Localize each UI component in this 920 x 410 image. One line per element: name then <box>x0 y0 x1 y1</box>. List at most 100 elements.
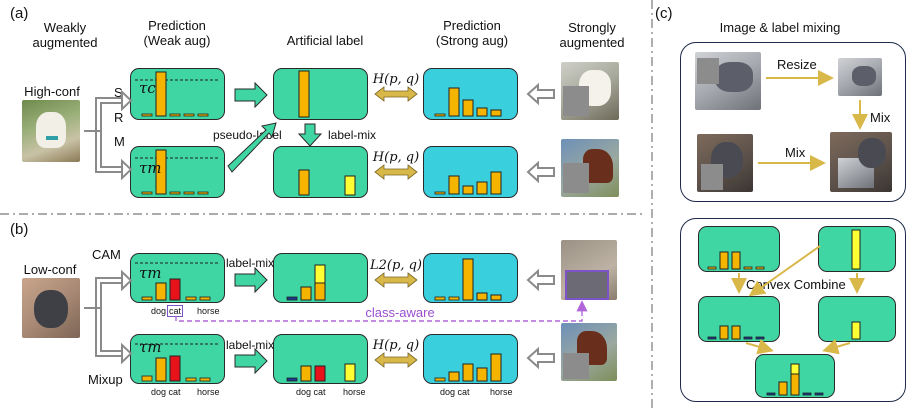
label-mix-text-a: label-mix <box>328 128 377 142</box>
convex-arrow-diagonal <box>748 245 821 297</box>
horse-label-b3: horse <box>343 387 366 397</box>
srm-arrowhead-bottom <box>121 158 133 181</box>
panel-c-label: (c) <box>655 5 673 22</box>
cat-resized-photo <box>838 58 882 96</box>
class-aware-arrow <box>175 300 588 322</box>
cam-mixed-photo <box>561 240 617 300</box>
convex-bars-top-right <box>851 229 860 269</box>
label-mix-box-b2 <box>273 334 368 384</box>
dog-cat-label-b4: dog cat <box>440 387 470 397</box>
mix-text-horizontal: Mix <box>785 145 806 160</box>
mixup-pred-box: τm <box>130 334 225 384</box>
cat-label-b1: cat <box>167 305 184 317</box>
pred-weak-box-1: τc <box>130 68 225 120</box>
high-conf-label: High-conf <box>24 84 80 99</box>
label-mix-down-arrow <box>297 123 323 147</box>
cat-target-photo <box>697 134 753 192</box>
pred-weak-bars-2 <box>134 149 220 194</box>
convex-arrow-to-bottom-right <box>822 338 851 355</box>
convex-bars-mid-right <box>851 321 860 339</box>
label-mix-box-b1 <box>273 253 368 303</box>
green-arrow-b1 <box>234 266 268 294</box>
strong-aug-horse-photo <box>561 139 619 197</box>
artificial-label-box-1 <box>273 68 368 120</box>
green-arrow-b2 <box>234 347 268 375</box>
pred-weak-box-2: τm <box>130 146 225 198</box>
srm-branch-arrows <box>84 97 122 173</box>
label-mix-text-b2: label-mix <box>226 338 275 352</box>
srm-m: M <box>114 134 125 149</box>
srm-s: S <box>114 85 123 100</box>
convex-box-top-right <box>818 226 896 272</box>
mixup-pred-bars <box>134 343 220 381</box>
pred-strong-box-2 <box>423 146 518 198</box>
horse-label-b2: horse <box>197 387 220 397</box>
artificial-bars-1 <box>298 70 309 117</box>
hollow-arrow-a1 <box>526 82 555 106</box>
convex-bars-mid-left <box>707 325 764 339</box>
label-mix-text-b1: label-mix <box>226 256 275 270</box>
hollow-arrow-b2 <box>526 346 555 370</box>
double-arrow-a2 <box>374 164 418 180</box>
strong-aug-header: Strongly augmented <box>559 20 625 50</box>
artificial-label-header: Artificial label <box>286 33 364 48</box>
convex-box-bottom <box>755 354 835 398</box>
dog-label-b1: dog <box>151 306 167 316</box>
cam-arrowhead <box>121 269 133 292</box>
low-conf-label: Low-conf <box>23 262 77 277</box>
convex-box-top-left <box>698 226 780 272</box>
convex-box-mid-left <box>698 296 780 342</box>
pred-weak-header: Prediction (Weak aug) <box>143 18 211 48</box>
label-mix-bars-b2 <box>286 363 355 381</box>
green-arrow-a1 <box>234 81 268 109</box>
convex-box-mid-right <box>818 296 896 342</box>
label-mix-panel <box>680 218 906 402</box>
pred-strong-bars-1 <box>434 87 501 116</box>
loss-h-a1: H(p, q) <box>372 72 420 87</box>
mixup-horse-photo <box>561 323 617 381</box>
pseudo-label-arrow <box>227 122 277 173</box>
double-arrow-a1 <box>374 86 418 102</box>
cam-pred-bars <box>134 262 220 300</box>
low-conf-cat-photo <box>22 278 80 338</box>
convex-arrow-to-bottom-left <box>745 338 774 355</box>
pred-weak-bars-1 <box>134 71 220 116</box>
artificial-bars-2 <box>298 169 355 195</box>
mixup-strong-box <box>423 334 518 384</box>
loss-h-a2: H(p, q) <box>372 150 420 165</box>
tau-m-label-b2: τm <box>139 338 162 356</box>
pred-strong-box-1 <box>423 68 518 120</box>
label-mix-bars-b1 <box>286 264 325 300</box>
horse-label-b4: horse <box>490 387 513 397</box>
hollow-arrow-a2 <box>526 160 555 184</box>
tau-c-label: τc <box>139 79 156 97</box>
resize-text: Resize <box>777 57 817 72</box>
dog-cat-label-b2: dog cat <box>151 387 181 397</box>
panel-b-label: (b) <box>10 221 29 238</box>
cat-mixed-photo <box>830 132 892 192</box>
pred-strong-bars-2 <box>434 171 501 194</box>
loss-l2: L2(p, q) <box>370 258 422 273</box>
mixup-label: Mixup <box>88 372 123 387</box>
cam-strong-box <box>423 253 518 303</box>
cam-strong-bars <box>434 258 501 300</box>
weak-aug-header: Weakly augmented <box>32 20 98 50</box>
cam-label: CAM <box>92 247 121 262</box>
mixup-arrowhead <box>121 342 133 365</box>
artificial-label-box-2 <box>273 146 368 198</box>
strong-aug-dog-photo <box>561 62 619 120</box>
tau-m-label-a: τm <box>139 159 162 177</box>
pred-strong-header: Prediction (Strong aug) <box>435 18 509 48</box>
high-conf-dog-photo <box>22 100 80 162</box>
convex-bars-top-left <box>707 251 764 269</box>
image-mix-panel <box>680 42 906 202</box>
double-arrow-b2 <box>374 352 418 368</box>
cam-pred-box: τm <box>130 253 225 303</box>
dog-cat-label-b3: dog cat <box>296 387 326 397</box>
panel-c-title: Image & label mixing <box>719 20 841 35</box>
panel-a-label: (a) <box>10 5 29 22</box>
double-arrow-b1 <box>374 272 418 288</box>
loss-h-b: H(p, q) <box>372 338 420 353</box>
class-aware-text: class-aware <box>365 305 435 320</box>
